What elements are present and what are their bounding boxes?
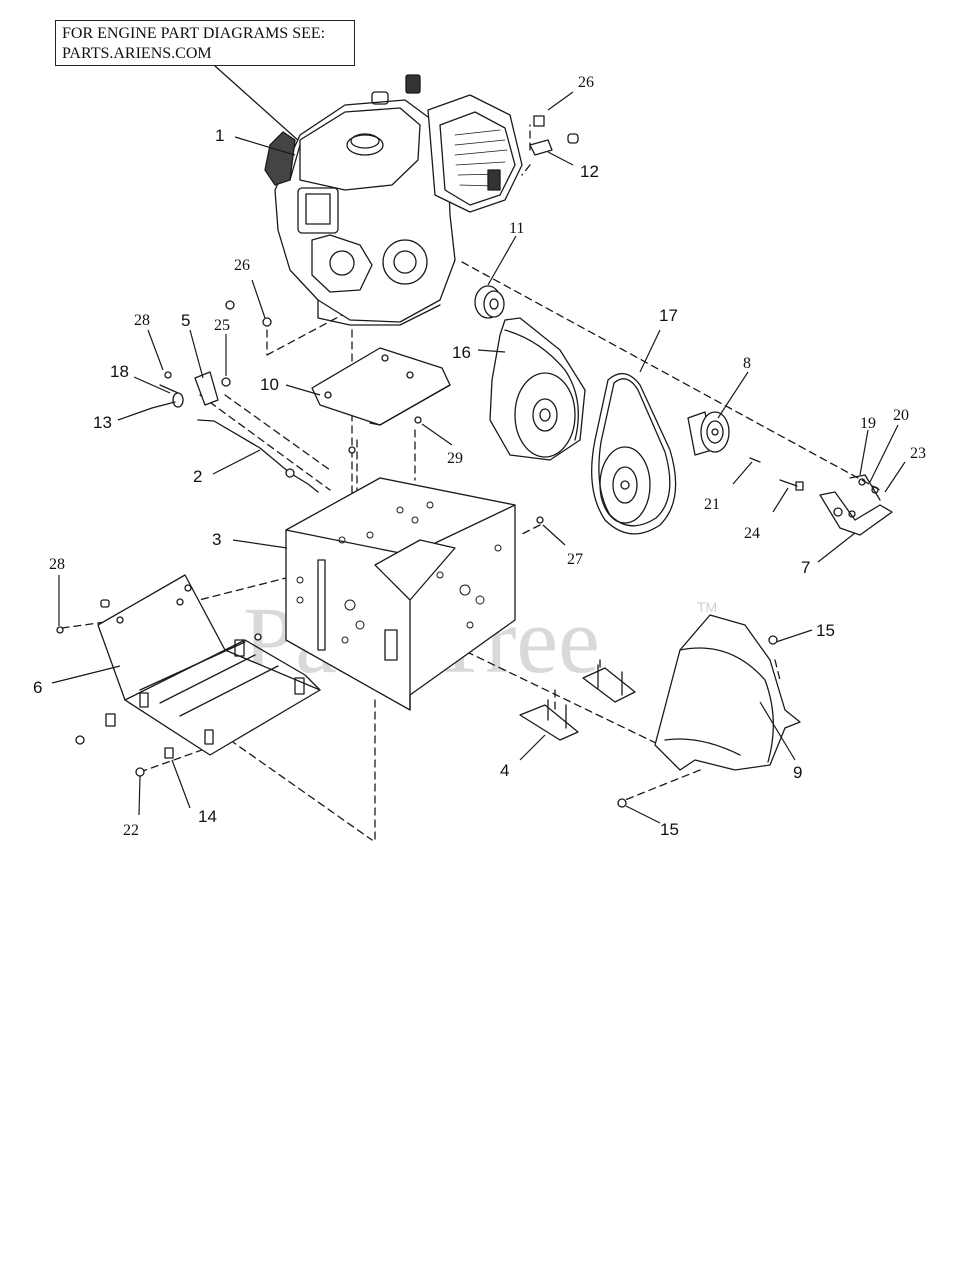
pulley-part-11[interactable] <box>474 285 505 319</box>
engine-diagram-note: FOR ENGINE PART DIAGRAMS SEE: PARTS.ARIE… <box>55 20 355 66</box>
plate-part-6[interactable] <box>97 574 321 756</box>
callout-11: 11 <box>509 220 524 237</box>
belt-part-17[interactable] <box>591 373 677 535</box>
callout-28: 28 <box>49 556 65 573</box>
callout-17: 17 <box>659 306 678 325</box>
callout-20: 20 <box>893 407 909 424</box>
engine-part[interactable] <box>264 74 523 326</box>
note-leader-line <box>214 65 301 143</box>
nut-part-26[interactable] <box>262 317 272 327</box>
leader-lines <box>51 91 906 824</box>
nut-icon[interactable] <box>100 599 110 608</box>
callout-labels: 1 2 3 4 5 6 7 8 9 10 11 12 13 14 15 15 1… <box>33 74 926 839</box>
pulley-part-8[interactable] <box>687 411 730 456</box>
callout-22: 22 <box>123 822 139 839</box>
callout-29: 29 <box>447 450 463 467</box>
watermark-trademark: TM <box>697 599 717 615</box>
plate-part-10[interactable] <box>311 347 451 426</box>
bracket-part-5[interactable] <box>159 371 231 406</box>
callout-15: 15 <box>816 621 835 640</box>
belt-cover-part-9[interactable] <box>654 614 801 771</box>
screw-part-27[interactable] <box>536 516 544 524</box>
pin-part-21[interactable] <box>749 457 761 463</box>
callout-14: 14 <box>198 807 217 826</box>
callout-4: 4 <box>500 761 509 780</box>
screw-icon[interactable] <box>254 633 262 641</box>
screw-part-15[interactable] <box>768 635 778 645</box>
note-line-1: FOR ENGINE PART DIAGRAMS SEE: <box>62 25 326 42</box>
bolt-icon[interactable] <box>348 446 356 454</box>
screw-part-15[interactable] <box>617 798 627 808</box>
screw-icon[interactable] <box>75 735 85 745</box>
screw-part-29[interactable] <box>414 416 422 424</box>
callout-7: 7 <box>801 558 810 577</box>
bracket-part-7[interactable] <box>819 474 893 536</box>
callout-21: 21 <box>704 496 720 513</box>
callout-2: 2 <box>193 467 202 486</box>
callout-13: 13 <box>93 413 112 432</box>
screw-part-22[interactable] <box>135 767 145 777</box>
callout-1: 1 <box>215 126 224 145</box>
clip-icon[interactable] <box>105 713 116 727</box>
callout-15: 15 <box>660 820 679 839</box>
belt-pulley-part-16[interactable] <box>489 317 586 461</box>
frame-part-3[interactable] <box>285 477 516 711</box>
callout-26: 26 <box>578 74 594 91</box>
nut-icon[interactable] <box>225 300 235 310</box>
bracket-part-4[interactable] <box>519 664 636 741</box>
callout-8: 8 <box>743 355 751 372</box>
callout-23: 23 <box>910 445 926 462</box>
callout-16: 16 <box>452 343 471 362</box>
clip-part-14[interactable] <box>164 747 174 759</box>
cable-part-2[interactable] <box>197 419 319 493</box>
callout-6: 6 <box>33 678 42 697</box>
callout-10: 10 <box>260 375 279 394</box>
callout-27: 27 <box>567 551 583 568</box>
callout-3: 3 <box>212 530 221 549</box>
bolt-part-24[interactable] <box>779 479 804 491</box>
callout-24: 24 <box>744 525 760 542</box>
callout-28: 28 <box>134 312 150 329</box>
callout-19: 19 <box>860 415 876 432</box>
pulley-part-18[interactable] <box>151 392 184 409</box>
note-line-2: PARTS.ARIENS.COM <box>62 45 212 62</box>
callout-25: 25 <box>214 317 230 334</box>
screw-part-28[interactable] <box>56 626 64 634</box>
callout-18: 18 <box>110 362 129 381</box>
clip-part-12[interactable] <box>529 115 579 156</box>
callout-26: 26 <box>234 257 250 274</box>
callout-12: 12 <box>580 162 599 181</box>
callout-5: 5 <box>181 311 190 330</box>
callout-9: 9 <box>793 763 802 782</box>
